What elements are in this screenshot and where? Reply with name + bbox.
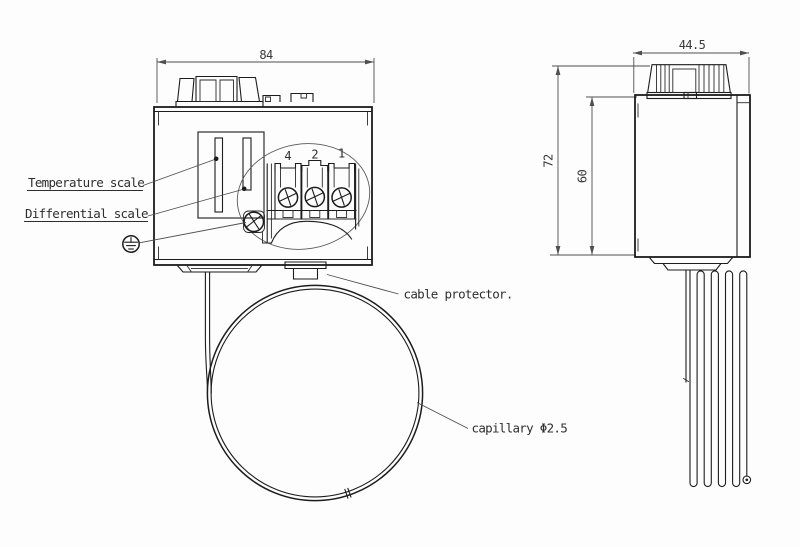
knob-side <box>646 64 732 100</box>
label-capillary: capillary Φ2.5 <box>416 402 568 436</box>
dim-text-60: 60 <box>576 170 590 184</box>
earth-screw-icon <box>243 210 265 233</box>
terminal-1 <box>328 162 356 220</box>
terminal-4 <box>274 162 302 220</box>
dim-text-44-5: 44.5 <box>679 38 706 52</box>
foot-side <box>647 256 735 271</box>
temperature-scale-text: Temperature scale <box>28 175 144 190</box>
side-view: 44.5 72 60 <box>542 38 752 488</box>
dim-text-84: 84 <box>259 48 273 62</box>
cable-protector <box>284 261 327 280</box>
dimension-width-84: 84 <box>156 48 375 103</box>
differential-scale-slot <box>242 137 252 191</box>
terminal-number-4: 4 <box>284 149 291 163</box>
front-view: 84 <box>24 48 568 502</box>
differential-scale-text: Differential scale <box>25 206 148 221</box>
dimension-width-44-5: 44.5 <box>633 38 750 94</box>
knob-front <box>175 75 314 108</box>
terminal-block: 4 2 1 <box>262 147 360 244</box>
capillary-end-bulb <box>742 475 752 485</box>
terminal-number-1: 1 <box>338 147 345 161</box>
capillary-text: capillary Φ2.5 <box>472 421 568 436</box>
body-side <box>634 94 751 258</box>
foot-front <box>175 264 264 273</box>
label-cable-protector: cable protector. <box>326 274 513 302</box>
body-front <box>153 106 373 266</box>
terminal-area-outline <box>236 143 371 250</box>
earth-ground-icon <box>122 222 247 253</box>
capillary-coil-side <box>682 269 752 488</box>
temperature-scale-slot <box>214 137 224 213</box>
dim-text-72: 72 <box>542 154 556 168</box>
terminal-number-2: 2 <box>311 148 318 162</box>
capillary-coil-front <box>204 271 424 502</box>
dimension-height-72: 72 <box>542 65 650 256</box>
dimension-height-60: 60 <box>576 96 637 255</box>
label-differential-scale: Differential scale <box>24 186 247 222</box>
scale-plate <box>197 131 265 219</box>
label-temperature-scale: Temperature scale <box>27 156 219 191</box>
cable-protector-text: cable protector. <box>404 287 513 302</box>
